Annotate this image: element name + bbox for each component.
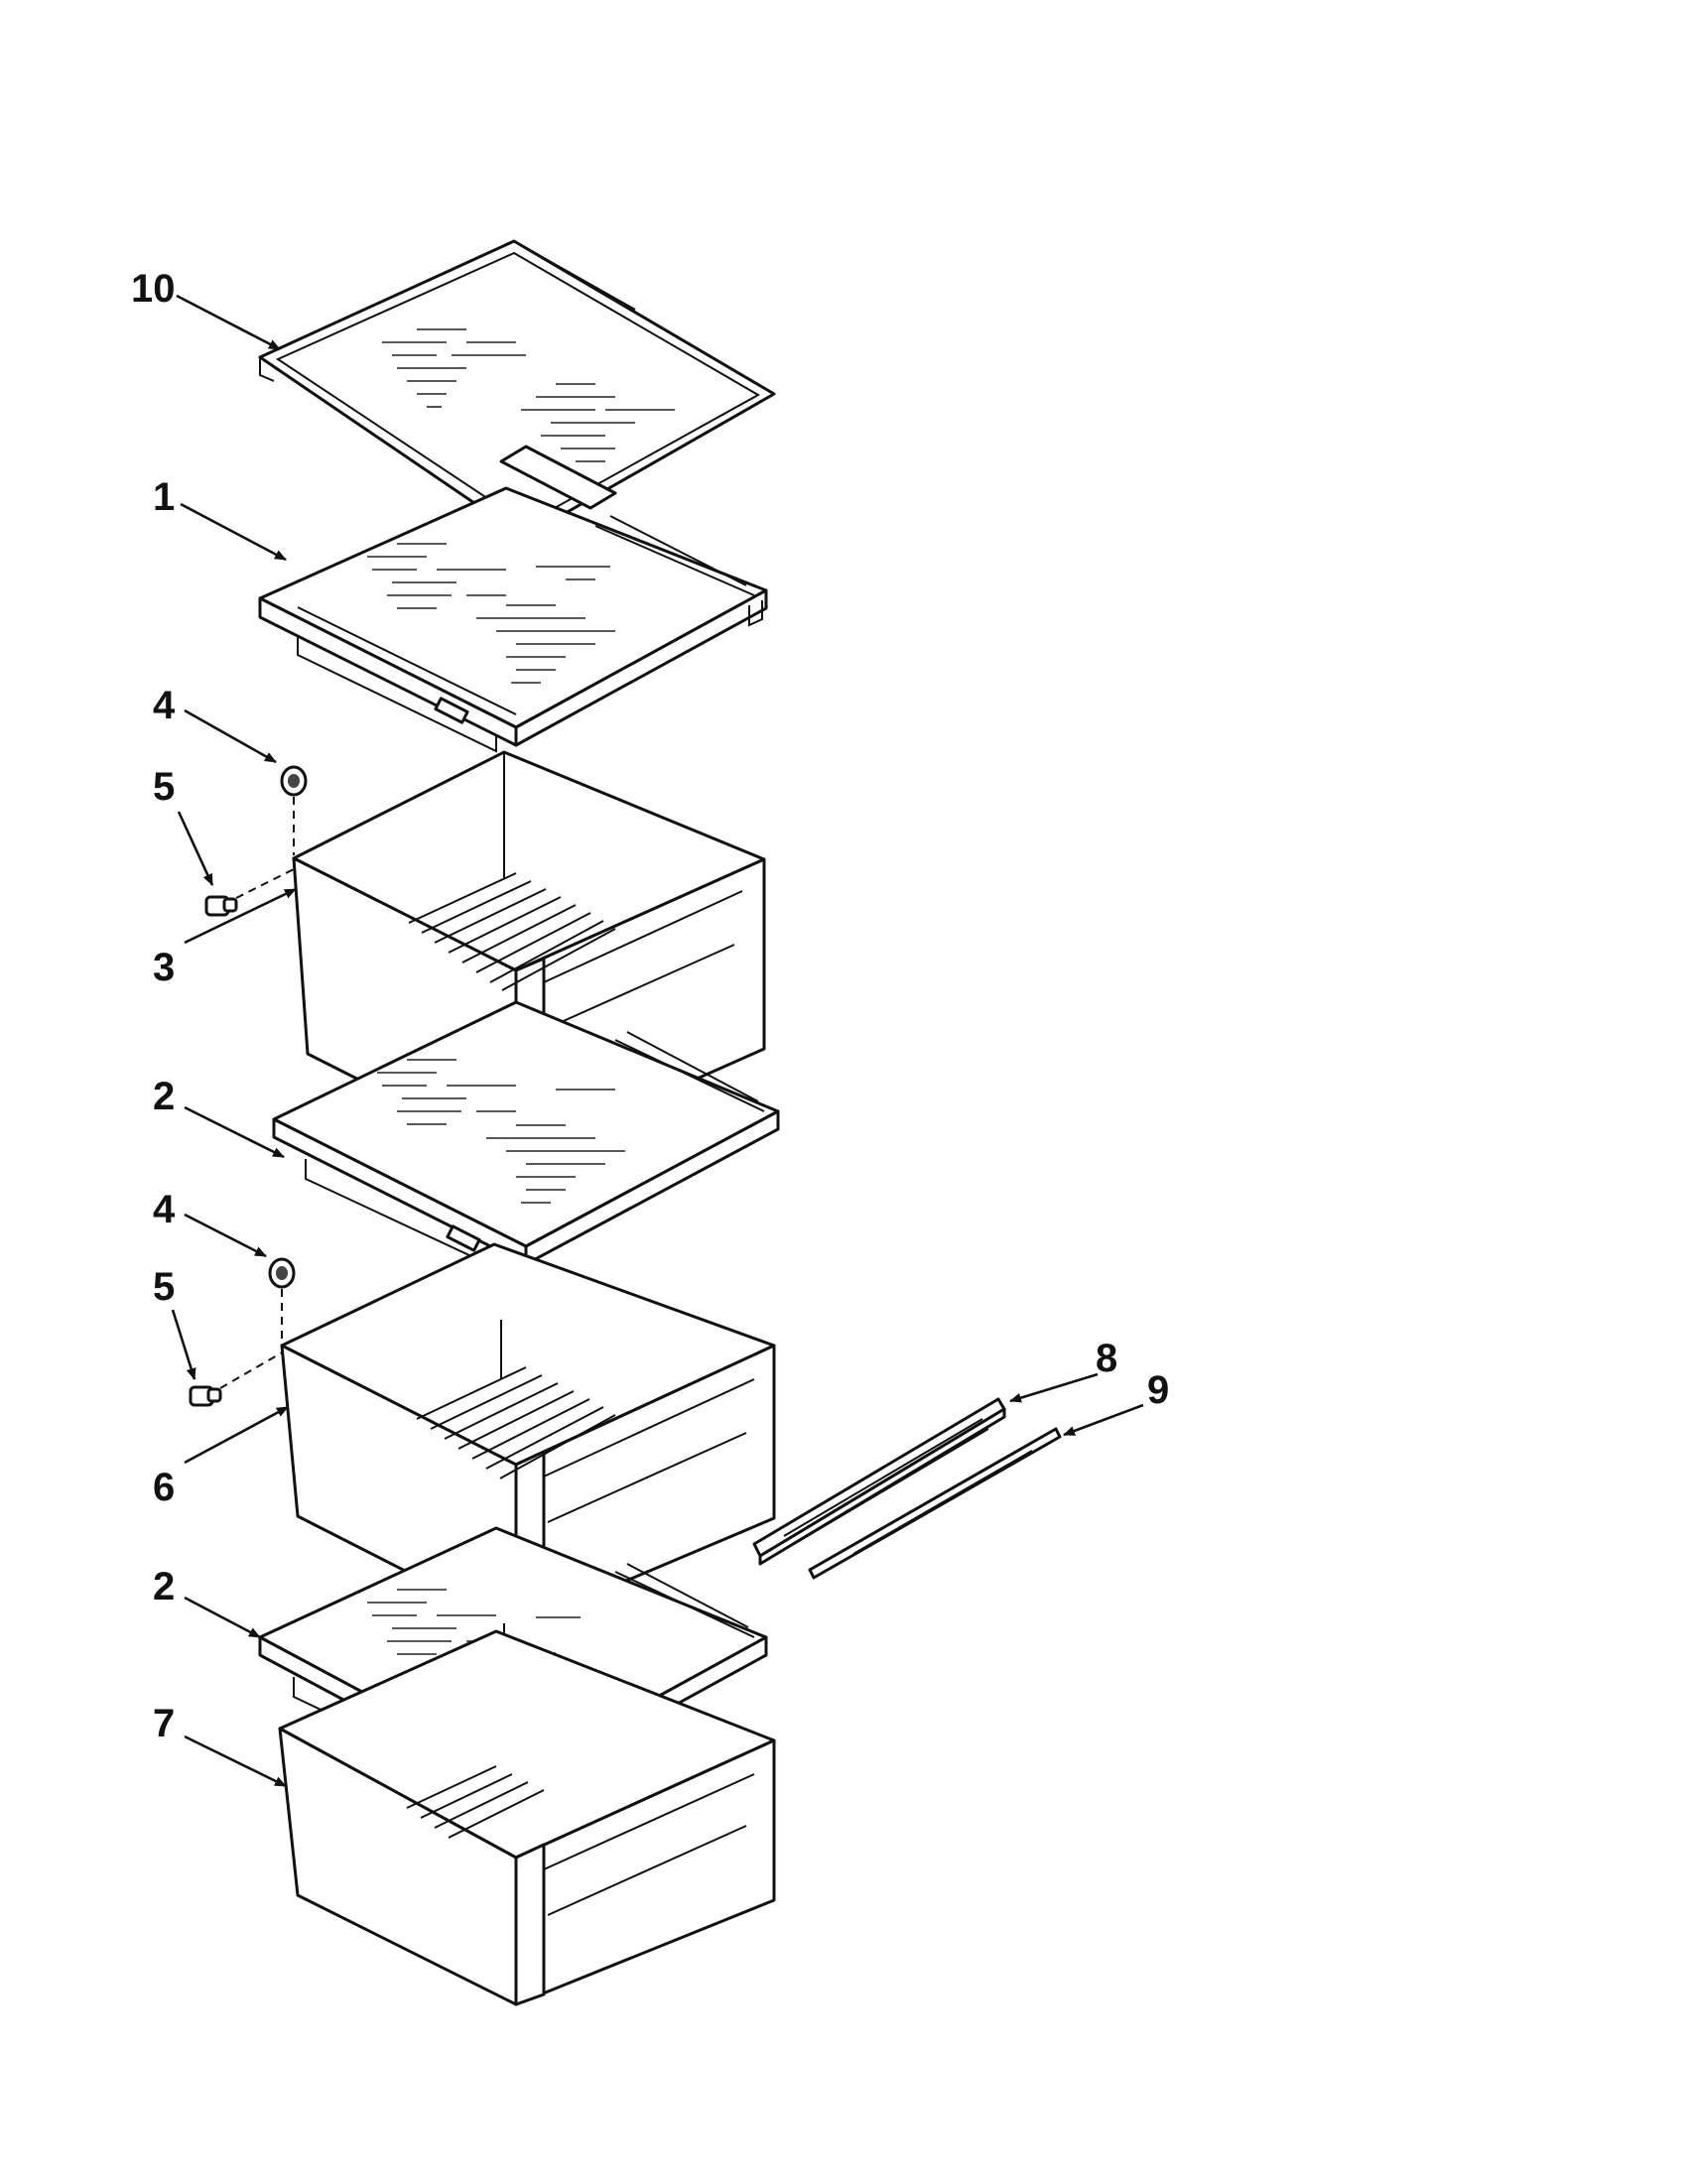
roller-middle-part[interactable] — [268, 1257, 296, 1289]
glass-shelf-part[interactable] — [258, 239, 776, 549]
callout-2: 2 — [153, 1565, 175, 1608]
crisper-cover-middle-part[interactable] — [272, 1000, 780, 1272]
roller-upper-part[interactable] — [280, 765, 308, 797]
callout-5: 5 — [153, 765, 175, 809]
callout-8: 8 — [1096, 1337, 1117, 1380]
callout-9: 9 — [1147, 1368, 1169, 1412]
crisper-drawer-lower-part[interactable] — [278, 1629, 776, 2006]
drawer-slide-rail-part[interactable] — [752, 1397, 1006, 1566]
callout-1: 1 — [153, 475, 175, 519]
callout-6: 6 — [153, 1466, 175, 1509]
callout-4: 4 — [153, 684, 176, 727]
leader-lines — [171, 294, 1144, 1788]
roller-pin-middle-part[interactable] — [189, 1385, 222, 1407]
callout-4: 4 — [153, 1188, 176, 1231]
crisper-cover-upper-part[interactable] — [258, 486, 768, 753]
slide-rail-bracket-part[interactable] — [808, 1427, 1062, 1580]
callout-5: 5 — [153, 1265, 175, 1309]
callout-labels: 10 1 4 5 3 2 4 5 6 2 7 8 9 — [131, 267, 1169, 1745]
callout-3: 3 — [153, 946, 175, 989]
roller-pin-upper-part[interactable] — [204, 895, 238, 917]
callout-10: 10 — [131, 267, 176, 311]
callout-2: 2 — [153, 1075, 175, 1118]
callout-7: 7 — [153, 1702, 175, 1745]
